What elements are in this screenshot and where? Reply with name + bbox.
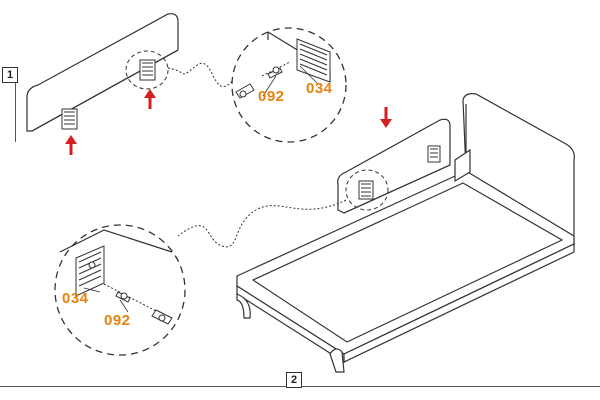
screw-icon bbox=[235, 61, 291, 99]
bracket-icon bbox=[358, 145, 441, 200]
step1-rule bbox=[15, 74, 16, 142]
down-arrow-icon bbox=[380, 107, 392, 128]
bracket-icon bbox=[61, 59, 156, 130]
detail-marker-top bbox=[125, 50, 169, 90]
detail-marker-bottom bbox=[345, 169, 389, 211]
leader-top bbox=[167, 62, 237, 88]
leader-bottom bbox=[177, 199, 347, 248]
part-code-034-top: 034 bbox=[306, 80, 333, 97]
callout-top bbox=[231, 27, 347, 143]
step-1-label: 1 bbox=[2, 67, 18, 83]
part-code-092-bottom: 092 bbox=[104, 312, 131, 329]
up-arrow-icon bbox=[65, 89, 156, 155]
bracket-icon bbox=[75, 245, 105, 297]
part-code-092-top: 092 bbox=[258, 88, 285, 105]
screw-icon bbox=[103, 283, 173, 325]
callout-bottom bbox=[54, 224, 186, 356]
part-code-034-bottom: 034 bbox=[62, 290, 89, 307]
step-2-label: 2 bbox=[286, 372, 302, 388]
